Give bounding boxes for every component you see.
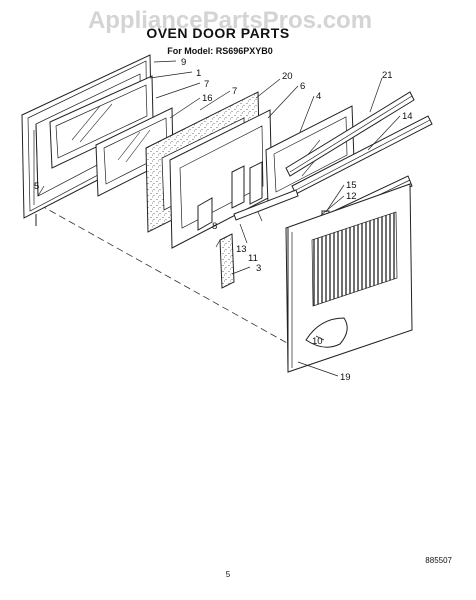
hinge-bracket-8 (197, 197, 213, 231)
callout-6: 6 (300, 81, 305, 92)
callout-21: 21 (382, 70, 393, 81)
inner-glass-pack (49, 75, 154, 169)
document-code: 885507 (425, 556, 452, 565)
top-strip-21 (285, 91, 415, 177)
callout-4: 4 (316, 91, 321, 102)
callout-19: 19 (340, 372, 351, 383)
callout-3: 3 (256, 263, 261, 274)
leader-lines (37, 60, 401, 377)
callout-5: 5 (34, 181, 39, 192)
model-subtitle: For Model: RS696PXYB0 (167, 46, 273, 56)
callout-8: 8 (212, 221, 217, 232)
outer-door-panel-19 (285, 183, 413, 373)
side-channel-6 (231, 161, 263, 209)
callout-14: 14 (402, 111, 413, 122)
assembly-dashed-line (39, 204, 297, 349)
callout-7a: 7 (204, 79, 209, 90)
watermark: AppliancePartsPros.com (88, 7, 372, 34)
callout-10: 10 (312, 336, 323, 347)
callout-16: 16 (202, 93, 213, 104)
bottom-trim-11 (233, 189, 299, 221)
callout-20: 20 (282, 71, 293, 82)
callout-7b: 7 (232, 86, 237, 97)
page-title: OVEN DOOR PARTS (146, 25, 289, 41)
callout-12: 12 (346, 191, 357, 202)
side-trim-3 (219, 233, 235, 289)
callout-1: 1 (196, 68, 201, 79)
callout-13: 13 (236, 244, 247, 255)
callout-9: 9 (181, 57, 186, 68)
callout-15: 15 (346, 180, 357, 191)
callout-11: 11 (248, 253, 258, 264)
page-number: 5 (226, 570, 231, 579)
